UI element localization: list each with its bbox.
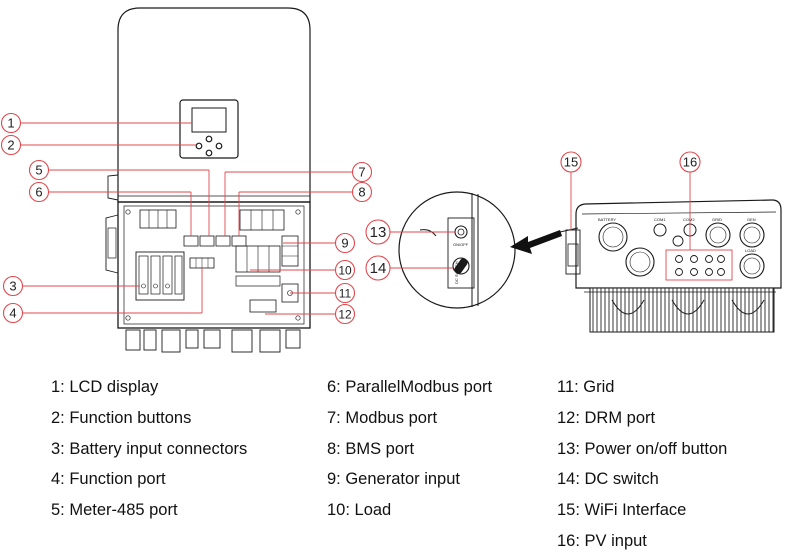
callout-3 [2,275,24,297]
callout-lines-side [570,172,691,250]
callout-12 [334,303,356,325]
com1-label: COM1 [654,217,666,222]
legend-column-2: 6: ParallelModbus port 7: Modbus port 8:… [327,372,492,526]
battery-input-connectors[interactable] [135,251,185,301]
lcd-display-screen [191,107,227,133]
legend-item: 4: Function port [51,470,166,489]
callout-number: 2 [7,138,14,153]
callout-markers [0,112,701,325]
legend-item: 9: Generator input [327,470,460,489]
legend-column-1: 1: LCD display 2: Function buttons 3: Ba… [51,372,247,526]
legend-item: 11: Grid [557,378,615,396]
inverter-side-view [565,199,782,333]
callout-14 [365,255,391,281]
callout-7 [351,161,373,183]
legend-item: 2: Function buttons [51,408,192,427]
callout-9 [334,232,356,254]
dc-switch[interactable] [452,257,470,275]
legend-item: 12: DRM port [557,408,656,427]
dc-switch-label: DC SWITCH [454,261,459,284]
callout-number: 16 [683,155,697,170]
callout-1 [0,112,22,134]
legend-column-3: 11: Grid 12: DRM port 13: Power on/off b… [557,372,727,557]
legend-item: 10: Load [327,501,392,520]
legend-item: 15: WiFi Interface [557,501,687,520]
com1-port[interactable] [653,223,667,237]
callout-number: 5 [35,163,42,178]
legend-item: 3: Battery input connectors [51,439,248,458]
component-legend: 1: LCD display 2: Function buttons 3: Ba… [0,372,800,550]
callout-6 [28,181,50,203]
legend-item: 7: Modbus port [327,408,438,427]
battery-label: BATTERY [598,217,616,222]
callout-16 [679,151,701,173]
callout-number: 7 [358,165,365,180]
legend-item: 13: Power on/off button [557,439,728,458]
wiring-compartment [117,201,311,329]
callout-number: 15 [564,155,578,170]
zoom-detail-circle: ON/OFF DC SWITCH [398,191,516,309]
function-button-up[interactable] [205,135,213,143]
grid-label: GRID [712,217,722,222]
callout-numbers: 1 2 3 4 5 6 7 8 9 10 11 12 13 14 15 16 [7,116,697,322]
callout-number: 14 [370,260,387,277]
callout-2 [0,134,22,156]
load-port[interactable] [739,253,765,279]
callout-number: 3 [9,279,16,294]
legend-item: 6: ParallelModbus port [327,378,493,396]
callout-number: 12 [338,308,352,322]
callout-8 [351,181,373,203]
callout-number: 9 [341,236,348,251]
callout-11 [334,282,356,304]
cable-glands [125,329,301,353]
load-terminal[interactable] [235,275,281,287]
inverter-front-view [105,7,311,353]
callout-10 [334,259,356,281]
battery-port[interactable] [598,222,628,252]
callout-15 [560,151,582,173]
gen-port[interactable] [739,222,765,248]
heatsink [589,287,775,333]
com2-label: COM2 [683,217,695,222]
generator-input-terminal[interactable] [281,235,299,267]
function-button-right[interactable] [215,142,223,150]
drm-port[interactable] [249,299,277,313]
load-label: LOAD [745,248,756,253]
zoom-arrow [510,230,562,254]
callout-number: 1 [7,116,14,131]
lcd-panel [179,99,239,159]
legend-item: 8: BMS port [327,439,415,458]
callout-number: 13 [370,224,387,241]
onoff-label: ON/OFF [453,242,469,247]
callout-4 [2,302,24,324]
inverter-diagram: ON/OFF DC SWITCH [0,7,782,353]
callout-number: 6 [35,185,42,200]
callout-number: 4 [9,306,16,321]
legend-item: 1: LCD display [51,378,159,396]
callout-lines-front [20,122,352,315]
grid-port[interactable] [705,222,731,248]
pv-input-connectors[interactable] [665,249,733,281]
communication-ports[interactable] [183,235,247,247]
function-button-down[interactable] [205,149,213,157]
gen-label: GEN [747,217,756,222]
callout-number: 11 [339,287,352,301]
callout-number: 10 [338,264,352,278]
legend-item: 5: Meter-485 port [51,501,178,520]
legend-item: 16: PV input [557,531,647,550]
side-view-port-labels: BATTERY COM1 COM2 GRID GEN LOAD [598,217,756,253]
legend-item: 14: DC switch [557,470,659,489]
callout-5 [28,159,50,181]
wifi-interface[interactable] [567,243,579,267]
callout-13 [365,219,391,245]
callout-lines-zoom [390,231,455,269]
callout-number: 8 [358,185,365,200]
function-button-left[interactable] [195,142,203,150]
